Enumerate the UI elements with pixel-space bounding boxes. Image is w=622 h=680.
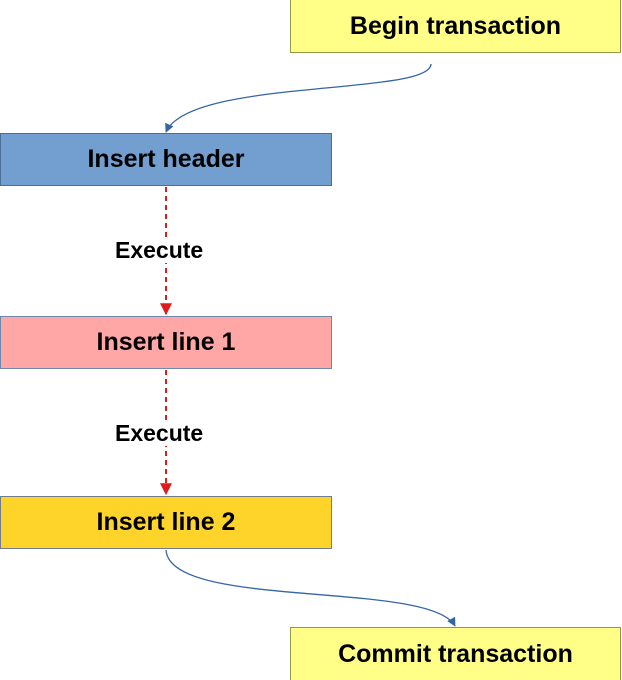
connector-begin-to-header xyxy=(165,63,432,133)
node-begin-transaction: Begin transaction xyxy=(290,0,621,53)
edge-label-execute: Execute xyxy=(113,420,206,446)
node-label: Insert line 2 xyxy=(96,508,236,536)
connector-line2-to-commit xyxy=(165,549,456,627)
node-label: Insert line 1 xyxy=(96,328,236,356)
node-commit-transaction: Commit transaction xyxy=(290,627,621,680)
node-insert-line-2: Insert line 2 xyxy=(0,496,332,549)
node-insert-header: Insert header xyxy=(0,133,332,186)
node-label: Begin transaction xyxy=(349,11,562,40)
node-insert-line-1: Insert line 1 xyxy=(0,316,332,369)
node-label: Insert header xyxy=(87,145,245,173)
edge-label-execute: Execute xyxy=(113,237,206,263)
node-label: Commit transaction xyxy=(338,639,573,668)
